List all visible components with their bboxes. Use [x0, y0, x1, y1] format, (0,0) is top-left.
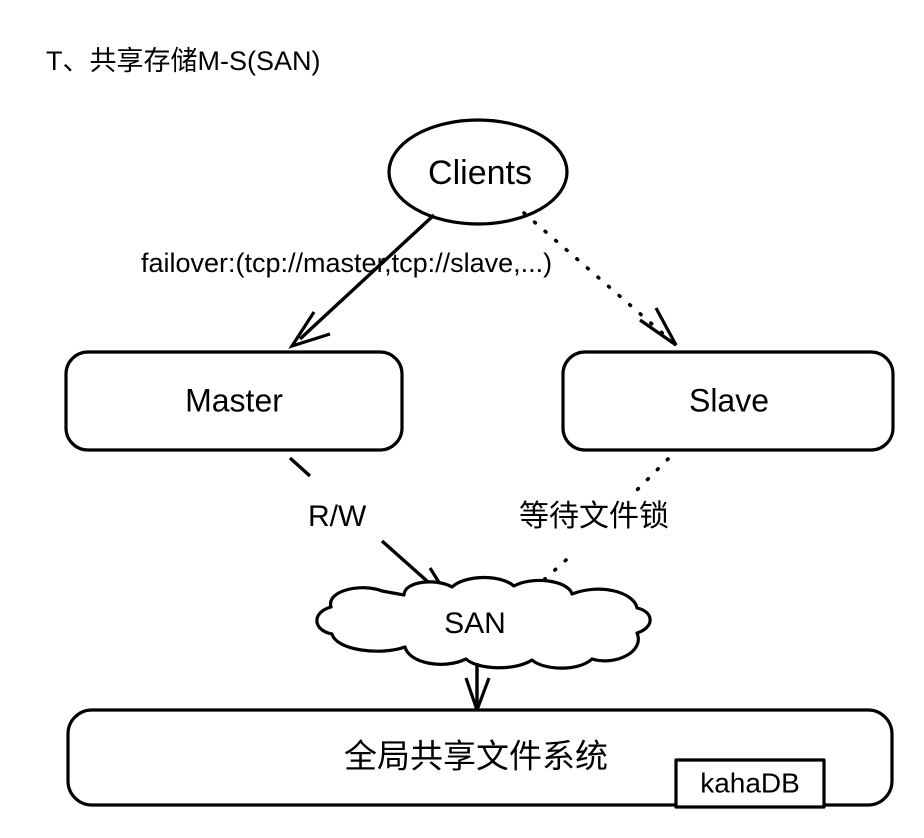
clients-slave-arrowhead [639, 307, 678, 347]
kahadb-box-shape [674, 758, 826, 809]
page-title: T、共享存储M-S(SAN) [46, 46, 320, 76]
clients-master-line [298, 213, 436, 341]
slave-label: Slave [689, 382, 769, 418]
master-san-line-upper [288, 456, 312, 478]
master-label: Master [185, 382, 283, 418]
node-san[interactable]: SAN [315, 575, 652, 670]
edge-san-to-fs [464, 663, 491, 715]
slave-san-line-upper [631, 457, 670, 496]
failover-url-label: failover:(tcp://master,tcp://slave,...) [141, 248, 552, 278]
clients-ellipse-shape [387, 118, 569, 226]
node-clients[interactable]: Clients [387, 118, 569, 226]
node-kahadb[interactable]: kahaDB [674, 758, 826, 809]
global-filesystem-label: 全局共享文件系统 [344, 738, 608, 775]
node-slave[interactable]: Slave [561, 350, 895, 452]
edge-clients-to-slave [522, 211, 678, 347]
san-cloud-shape [315, 575, 652, 670]
file-lock-wait-label: 等待文件锁 [519, 500, 669, 533]
node-master[interactable]: Master [64, 350, 404, 452]
edge-clients-to-master [288, 213, 436, 349]
slave-box-shape [561, 350, 895, 452]
san-label: SAN [444, 607, 506, 640]
clients-master-arrowhead [288, 311, 331, 349]
master-box-shape [64, 350, 404, 452]
clients-label: Clients [428, 154, 532, 192]
kahadb-label: kahaDB [700, 767, 800, 798]
read-write-label: R/W [308, 500, 367, 533]
